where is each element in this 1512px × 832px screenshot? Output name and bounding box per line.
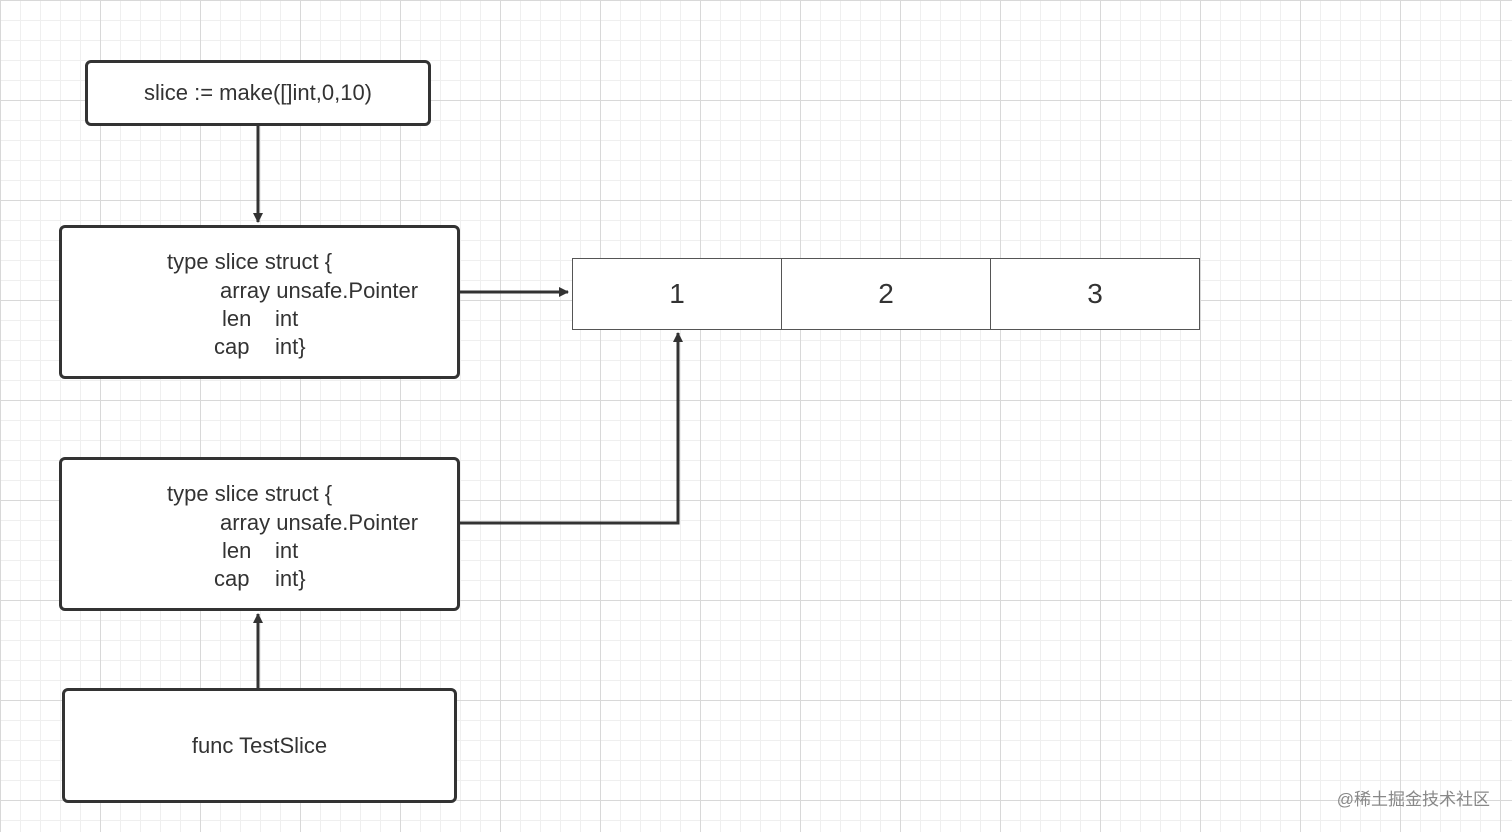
struct-bottom-cap-field: cap (214, 566, 250, 591)
slice-struct-box-bottom[interactable]: type slice struct { array unsafe.Pointer… (59, 457, 460, 611)
array-cell-3[interactable]: 3 (1087, 278, 1103, 309)
struct-top-line2: array unsafe.Pointer (220, 278, 419, 303)
underlying-array: 1 2 3 (572, 258, 1200, 330)
struct-bottom-line2: array unsafe.Pointer (220, 510, 419, 535)
struct-bottom-len-field: len (222, 538, 252, 563)
struct-top-len-field: len (222, 306, 252, 331)
array-cell-2[interactable]: 2 (782, 259, 991, 329)
func-testslice-box[interactable]: func TestSlice (62, 688, 457, 803)
func-testslice-label: func TestSlice (191, 732, 328, 758)
struct-bottom-len-type: int (275, 538, 299, 563)
struct-top-len-type: int (275, 306, 299, 331)
array-cell-1[interactable]: 1 (573, 259, 782, 329)
make-statement-box[interactable]: slice := make([]int,0,10) (85, 60, 431, 126)
make-statement-text: slice := make([]int,0,10) (143, 80, 373, 105)
struct-top-line1: type slice struct { (167, 249, 333, 274)
struct-top-cap-type: int} (275, 334, 306, 359)
arrow-bottom-pointer-to-array (432, 332, 683, 525)
struct-top-cap-field: cap (214, 334, 250, 359)
slice-struct-box-top[interactable]: type slice struct { array unsafe.Pointer… (59, 225, 460, 379)
watermark: @稀土掘金技术社区 (1336, 790, 1490, 809)
struct-bottom-line1: type slice struct { (167, 481, 333, 506)
struct-bottom-cap-type: int} (275, 566, 306, 591)
